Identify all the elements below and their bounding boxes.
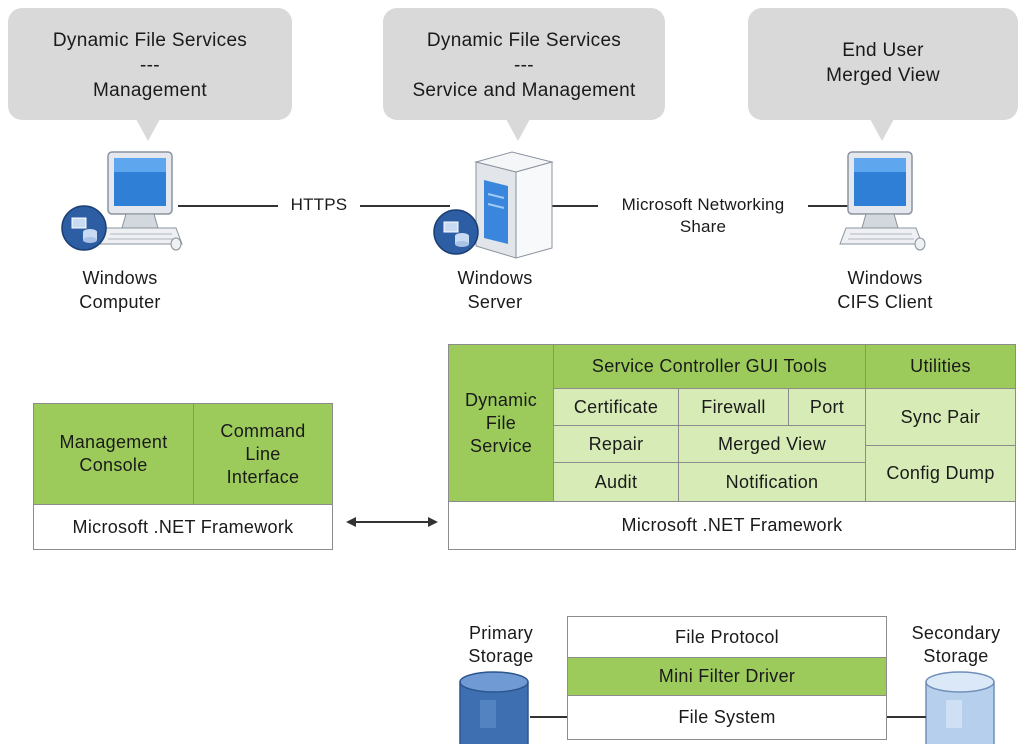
caption-line: Server [467,292,523,312]
double-arrow-icon [346,517,438,527]
caption-windows-computer: Windows Computer [50,266,190,314]
secondary-storage-label: Secondary Storage [896,622,1016,668]
storage-label-line: Primary [468,623,534,643]
primary-storage-label: Primary Storage [446,622,556,668]
storage-label-line: Secondary [911,623,1001,643]
right-framework-block: Microsoft .NET Framework [448,501,1016,550]
secondary-storage-icon [925,671,995,744]
caption-line: Windows [457,268,533,288]
cell-line: Line [245,443,281,464]
cell-line: Management [59,432,168,452]
firewall-block: Firewall [678,388,789,426]
caption-line: CIFS Client [837,292,933,312]
bubble-line: --- [140,55,160,76]
storage-label-line: Storage [923,646,989,666]
merged-view-block: Merged View [678,425,866,463]
utilities-block: Utilities [865,344,1016,389]
windows-server-icon [433,151,554,259]
bubble-line: Dynamic File Services [426,30,622,51]
port-block: Port [788,388,866,426]
notification-block: Notification [678,462,866,502]
management-console-block: Management Console [33,403,194,505]
bubble-line: End User [842,40,924,61]
file-protocol-block: File Protocol [567,616,887,658]
windows-client-icon [839,151,926,251]
mini-filter-driver-block: Mini Filter Driver [567,657,887,696]
left-framework-block: Microsoft .NET Framework [33,504,333,550]
storage-connector-left [530,716,568,718]
caption-cifs-client: Windows CIFS Client [810,266,960,314]
config-dump-block: Config Dump [865,445,1016,502]
dynamic-file-service-block: Dynamic File Service [448,344,554,502]
caption-line: Computer [79,292,161,312]
service-controller-block: Service Controller GUI Tools [553,344,866,389]
connector-label-line: Microsoft Networking [621,195,785,214]
bubble-end-user: End User Merged View [748,8,1018,120]
cli-block: Command Line Interface [193,403,333,505]
bubble-line: Management [93,80,207,101]
bubble-line: --- [514,55,534,76]
cell-line: Service [469,435,533,456]
file-system-block: File System [567,695,887,740]
cell-line: Command [220,420,306,441]
bubble-management: Dynamic File Services --- Management [8,8,292,120]
repair-block: Repair [553,425,679,463]
cell-line: File [485,412,517,433]
connector-label-networking: Microsoft Networking Share [598,194,808,238]
audit-block: Audit [553,462,679,502]
caption-windows-server: Windows Server [430,266,560,314]
primary-storage-icon [459,671,529,744]
connector-label-line: Share [679,217,727,236]
certificate-block: Certificate [553,388,679,426]
caption-line: Windows [82,268,158,288]
connector-label-https: HTTPS [278,194,360,216]
storage-connector-right [886,716,926,718]
bubble-line: Merged View [826,65,940,86]
cell-line: Dynamic [464,389,538,410]
cell-line: Console [79,455,148,475]
bubble-line: Service and Management [412,80,636,101]
bubble-tail [870,119,894,141]
bubble-tail [136,119,160,141]
bubble-tail [506,119,530,141]
caption-line: Windows [847,268,923,288]
storage-label-line: Storage [468,646,534,666]
windows-computer-icon [61,151,183,251]
cell-line: Interface [226,466,300,487]
sync-pair-block: Sync Pair [865,388,1016,446]
bubble-line: Dynamic File Services [52,30,248,51]
bubble-service-management: Dynamic File Services --- Service and Ma… [383,8,665,120]
